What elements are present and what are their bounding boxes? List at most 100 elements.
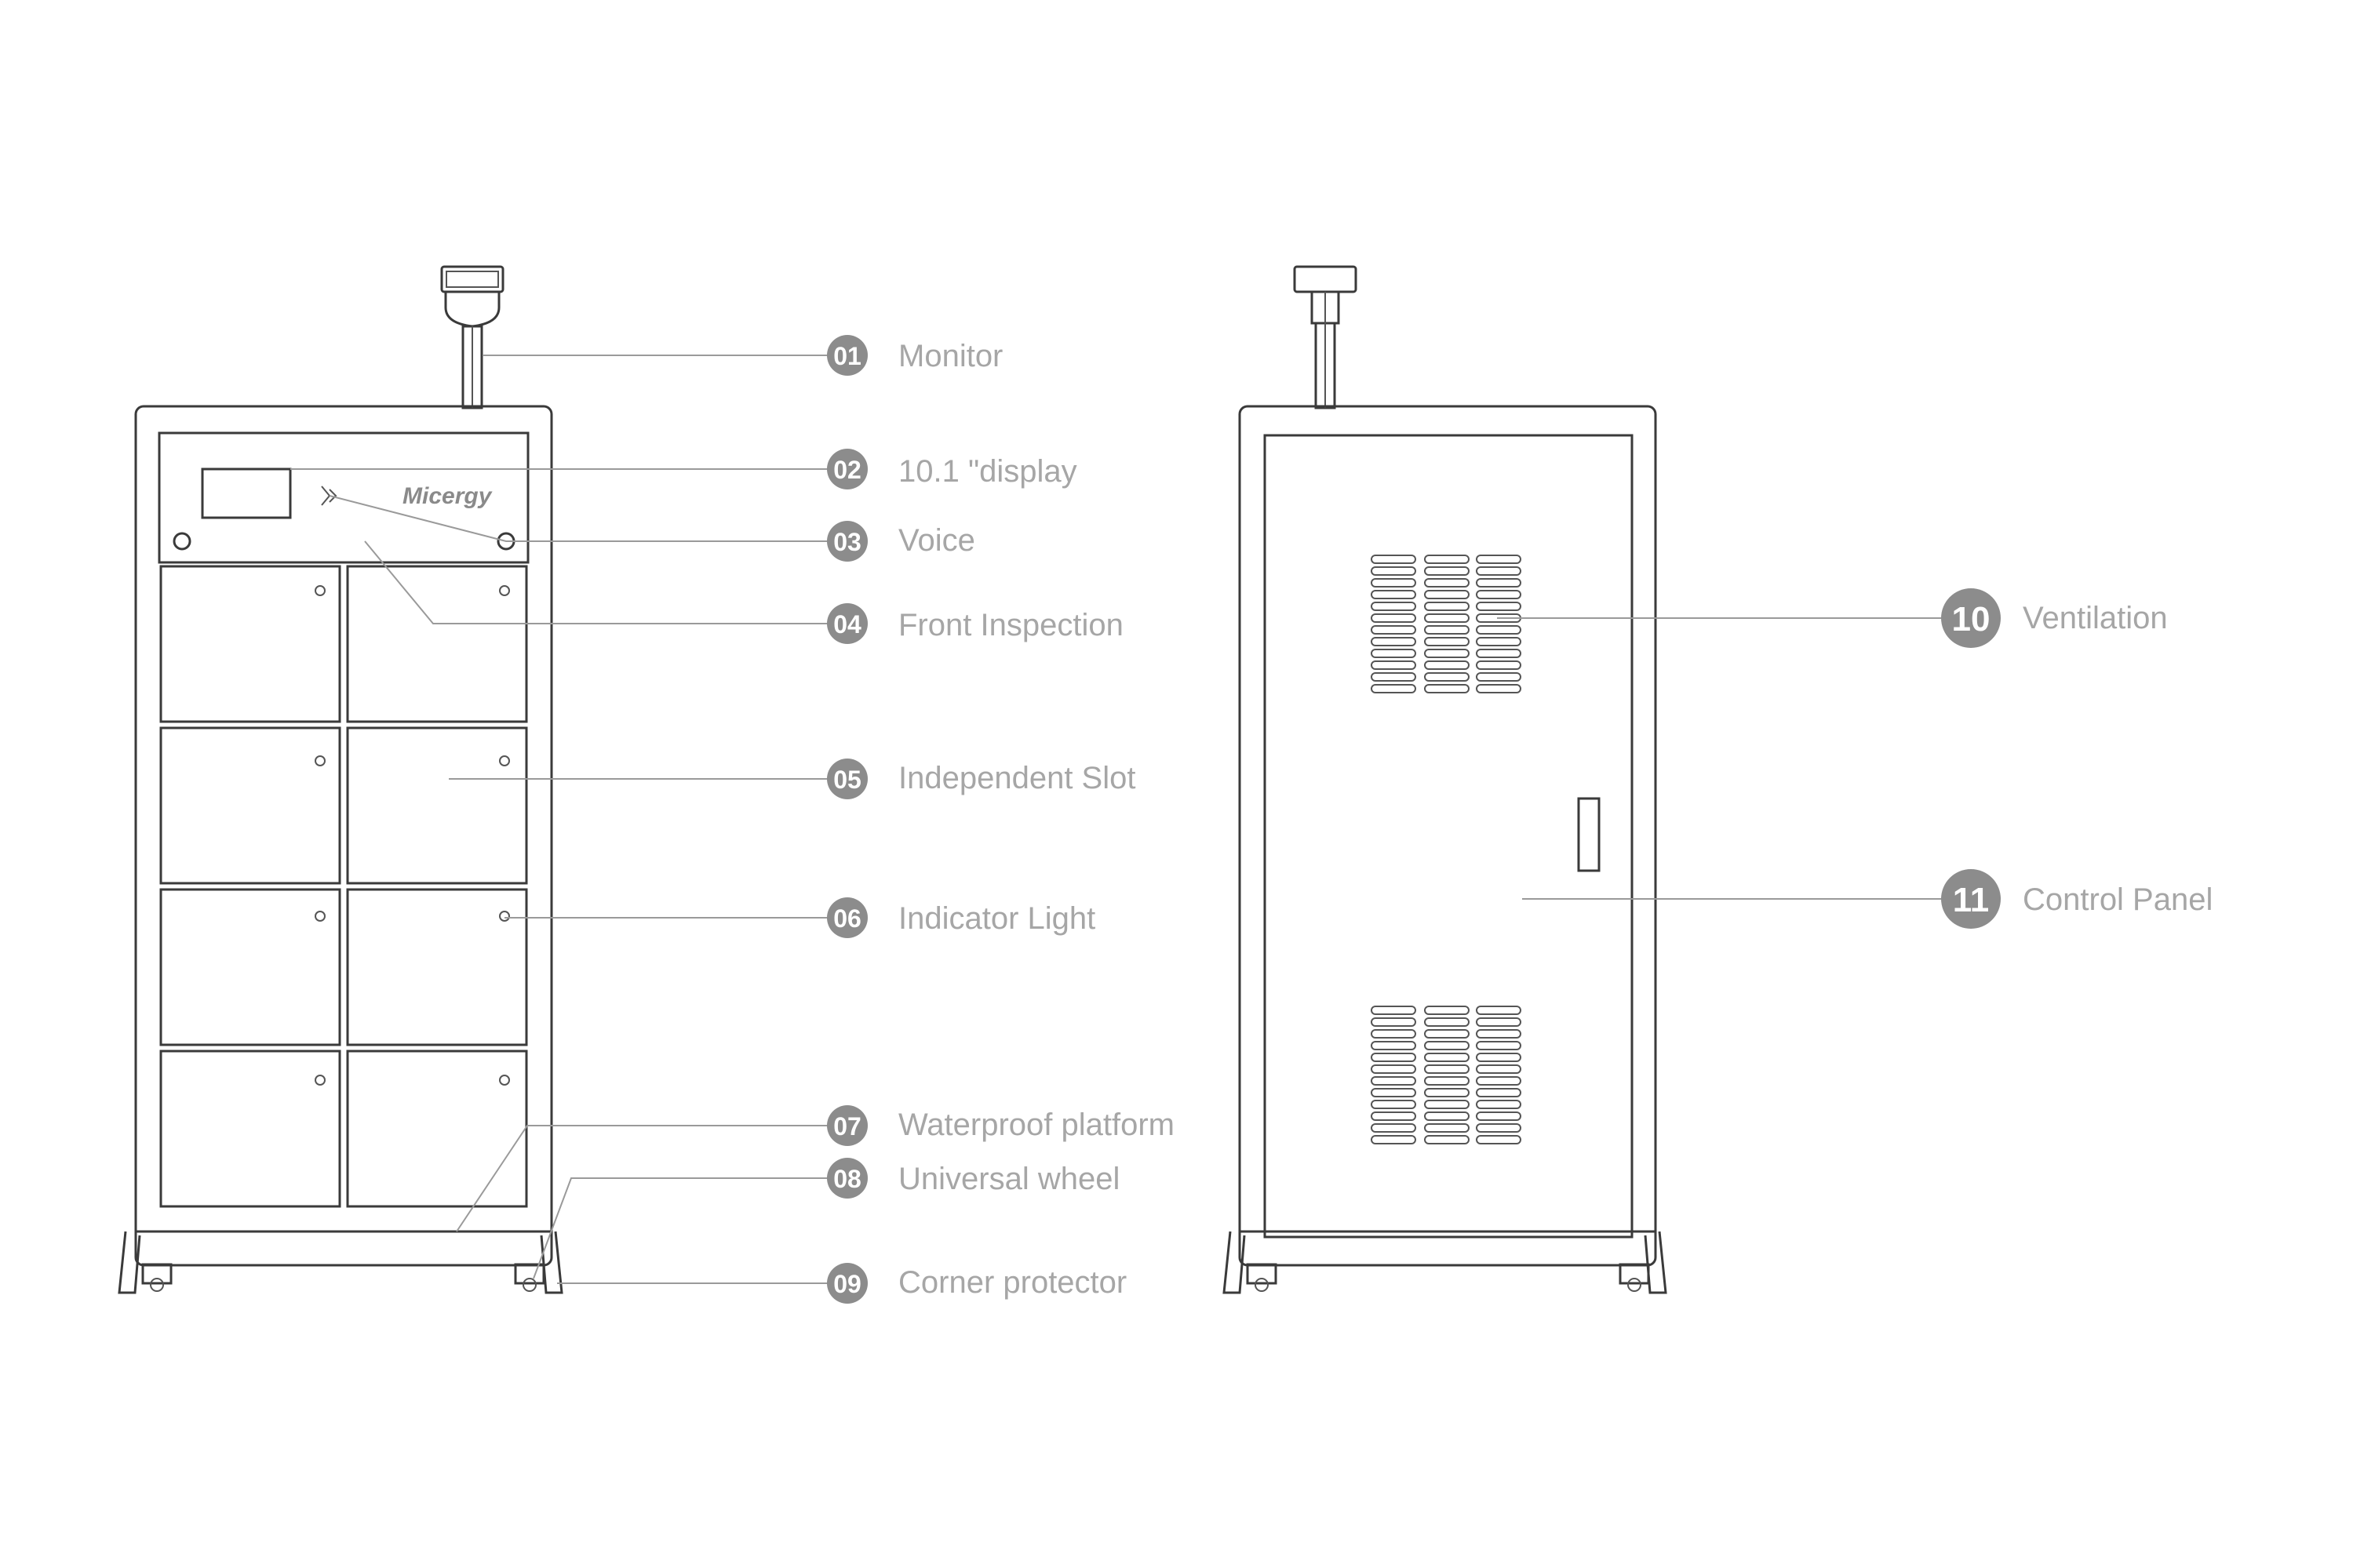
callout-10: 10 Ventilation bbox=[1941, 588, 2168, 648]
callout-badge-02 bbox=[827, 449, 868, 489]
callout-label-voice: Voice bbox=[898, 523, 975, 558]
slot-indicator-light bbox=[315, 585, 326, 596]
front-monitor-camera bbox=[440, 265, 504, 409]
callout-badge-05 bbox=[827, 759, 868, 799]
vent-slat bbox=[1371, 1135, 1416, 1144]
vent-slat bbox=[1424, 1041, 1470, 1050]
vent-slat bbox=[1371, 1088, 1416, 1097]
callout-label-indicator-light: Indicator Light bbox=[898, 901, 1095, 936]
vent-slat bbox=[1476, 1088, 1521, 1097]
callout-number-11: 11 bbox=[1953, 881, 1990, 919]
callout-label-universal-wheel: Universal wheel bbox=[898, 1162, 1120, 1196]
vent-slat bbox=[1424, 1017, 1470, 1027]
back-monitor-camera bbox=[1293, 265, 1357, 409]
callout-label-corner-protector: Corner protector bbox=[898, 1265, 1127, 1300]
back-wheel-right bbox=[1619, 1263, 1650, 1292]
vent-slat bbox=[1371, 637, 1416, 646]
vent-slat bbox=[1476, 1111, 1521, 1121]
vent-slat bbox=[1476, 1053, 1521, 1062]
wheel-left bbox=[141, 1263, 173, 1292]
vent-slat bbox=[1476, 1064, 1521, 1074]
back-corner-protector-left bbox=[1222, 1231, 1246, 1294]
vent-slat bbox=[1476, 1100, 1521, 1109]
vent-slat bbox=[1371, 1111, 1416, 1121]
front-cabinet-body bbox=[134, 405, 553, 1267]
control-panel-handle bbox=[1577, 797, 1601, 872]
callout-number-04: 04 bbox=[833, 610, 861, 638]
vent-slat bbox=[1424, 625, 1470, 635]
speaker-icon bbox=[321, 486, 337, 506]
vent-slat bbox=[1424, 566, 1470, 576]
callout-number-03: 03 bbox=[833, 528, 861, 556]
slot-grid bbox=[159, 565, 528, 1208]
slot-indicator-light bbox=[499, 585, 510, 596]
vent-slat bbox=[1371, 578, 1416, 588]
vent-slat bbox=[1371, 1017, 1416, 1027]
callout-badge-03 bbox=[827, 521, 868, 562]
back-door-panel bbox=[1263, 434, 1634, 1239]
callout-label-monitor: Monitor bbox=[898, 339, 1003, 373]
callout-label-front-inspection: Front Inspection bbox=[898, 608, 1124, 642]
slot-door bbox=[346, 565, 528, 723]
leader-line-08 bbox=[533, 1177, 828, 1279]
slot-door bbox=[159, 888, 341, 1046]
slot-door bbox=[346, 888, 528, 1046]
vent-slat bbox=[1424, 660, 1470, 670]
callout-label-independent-slot: Independent Slot bbox=[898, 761, 1135, 795]
vent-slat bbox=[1476, 1123, 1521, 1133]
callout-label-display: 10.1 "display bbox=[898, 454, 1077, 489]
callout-number-07: 07 bbox=[833, 1112, 861, 1141]
vent-slat bbox=[1424, 613, 1470, 623]
slot-indicator-light bbox=[315, 1075, 326, 1086]
slot-door bbox=[159, 726, 341, 885]
callout-label-control-panel: Control Panel bbox=[2023, 882, 2213, 917]
callout-07: 07 Waterproof platform bbox=[827, 1105, 1175, 1146]
vent-slat bbox=[1476, 684, 1521, 693]
callout-number-10: 10 bbox=[1952, 600, 1991, 638]
vent-slat bbox=[1371, 1076, 1416, 1086]
front-view-cabinet: Micergy bbox=[118, 265, 563, 1294]
ventilation-grille-top bbox=[1371, 555, 1521, 693]
vent-slat bbox=[1476, 555, 1521, 564]
vent-slat bbox=[1371, 555, 1416, 564]
slot-indicator-light bbox=[499, 911, 510, 922]
vent-slat bbox=[1371, 1100, 1416, 1109]
slot-door bbox=[159, 565, 341, 723]
slot-indicator-light bbox=[315, 911, 326, 922]
back-wheel-left bbox=[1246, 1263, 1277, 1292]
callout-badge-08 bbox=[827, 1158, 868, 1199]
vent-slat bbox=[1371, 1053, 1416, 1062]
vent-slat bbox=[1476, 1017, 1521, 1027]
vent-slat bbox=[1476, 625, 1521, 635]
callout-number-01: 01 bbox=[833, 342, 861, 370]
vent-slat bbox=[1424, 649, 1470, 658]
callout-badge-07 bbox=[827, 1105, 868, 1146]
callout-05: 05 Independent Slot bbox=[827, 759, 1135, 799]
callout-number-06: 06 bbox=[833, 904, 861, 933]
vent-slat bbox=[1424, 1100, 1470, 1109]
vent-slat bbox=[1371, 590, 1416, 599]
vent-slat bbox=[1476, 578, 1521, 588]
ventilation-grille-bottom bbox=[1371, 1006, 1521, 1144]
vent-slat bbox=[1371, 660, 1416, 670]
vent-slat bbox=[1371, 1064, 1416, 1074]
vent-slat bbox=[1371, 1123, 1416, 1133]
vent-slat bbox=[1476, 637, 1521, 646]
vent-slat bbox=[1371, 1041, 1416, 1050]
vent-slat bbox=[1476, 649, 1521, 658]
slot-door bbox=[159, 1050, 341, 1208]
vent-slat bbox=[1424, 637, 1470, 646]
vent-slat bbox=[1371, 672, 1416, 682]
leader-line-07 bbox=[456, 1125, 828, 1232]
vent-slat bbox=[1424, 602, 1470, 611]
leader-line-04 bbox=[364, 540, 828, 624]
callout-badge-09 bbox=[827, 1263, 868, 1304]
vent-slat bbox=[1476, 602, 1521, 611]
vent-slat bbox=[1476, 660, 1521, 670]
callout-number-05: 05 bbox=[833, 766, 861, 794]
slot-indicator-light bbox=[499, 755, 510, 766]
callout-label-waterproof-platform: Waterproof platform bbox=[898, 1108, 1175, 1142]
slot-indicator-light bbox=[499, 1075, 510, 1086]
callout-badge-11 bbox=[1941, 869, 2001, 929]
